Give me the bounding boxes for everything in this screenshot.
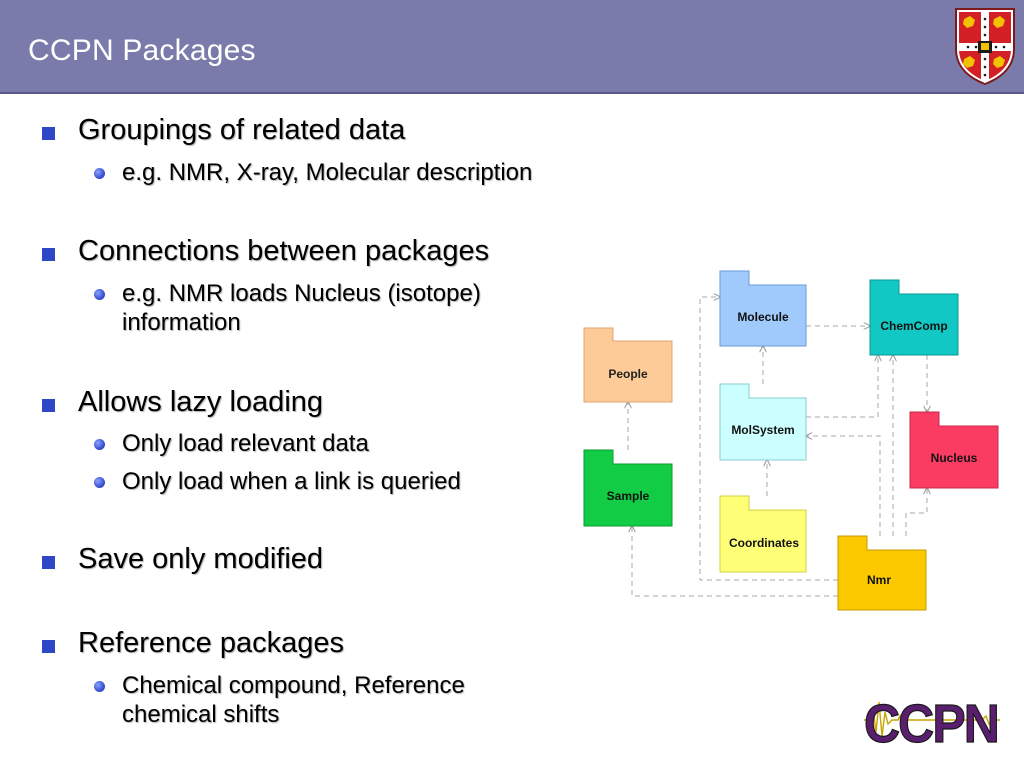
square-bullet-icon	[42, 640, 55, 653]
package-sample: Sample	[583, 449, 673, 527]
square-bullet-icon	[42, 399, 55, 412]
title-bar: CCPN Packages	[0, 0, 1024, 94]
package-label-sample: Sample	[607, 489, 650, 503]
square-bullet-icon	[42, 556, 55, 569]
round-bullet-icon	[94, 439, 105, 450]
sub-bullet-nmr-xray: e.g. NMR, X-ray, Molecular description	[122, 159, 533, 186]
dependency-lines	[628, 297, 927, 597]
package-molsystem: MolSystem	[719, 383, 807, 461]
bullet-groupings: Groupings of related data	[78, 114, 406, 146]
package-nmr: Nmr	[837, 535, 927, 611]
package-coordinates: Coordinates	[719, 495, 807, 573]
bullet-list: Groupings of related data e.g. NMR, X-ra…	[42, 114, 533, 728]
sub-bullet-chemical-compound: Chemical compound, Reference chemical sh…	[122, 672, 465, 728]
square-bullet-icon	[42, 127, 55, 140]
bullet-connections: Connections between packages	[78, 235, 490, 267]
sub-bullet-relevant-data: Only load relevant data	[122, 430, 369, 457]
round-bullet-icon	[94, 289, 105, 300]
package-label-people: People	[608, 367, 648, 381]
package-label-molecule: Molecule	[737, 310, 789, 324]
sub-bullet-nmr-nucleus: e.g. NMR loads Nucleus (isotope) informa…	[122, 280, 481, 336]
bullet-lazy-loading: Allows lazy loading	[78, 386, 324, 418]
package-chemcomp: ChemComp	[869, 279, 959, 356]
package-label-nmr: Nmr	[867, 573, 891, 587]
package-people: People	[583, 327, 673, 403]
round-bullet-icon	[94, 477, 105, 488]
university-crest-icon	[955, 8, 1015, 85]
logo-text: CCPN	[864, 694, 998, 748]
package-molecule: Molecule	[719, 270, 807, 347]
bullet-reference-packages: Reference packages	[78, 627, 344, 659]
page-title: CCPN Packages	[28, 34, 256, 67]
square-bullet-icon	[42, 248, 55, 261]
bullet-save-modified: Save only modified	[78, 543, 324, 575]
sub-bullet-link-queried: Only load when a link is queried	[122, 468, 461, 495]
package-label-chemcomp: ChemComp	[880, 319, 947, 333]
package-label-molsystem: MolSystem	[731, 423, 794, 437]
package-label-nucleus: Nucleus	[931, 451, 978, 465]
package-label-coordinates: Coordinates	[729, 536, 799, 550]
round-bullet-icon	[94, 681, 105, 692]
ccpn-logo: CCPN	[862, 690, 1002, 748]
package-nucleus: Nucleus	[909, 411, 999, 489]
round-bullet-icon	[94, 168, 105, 179]
